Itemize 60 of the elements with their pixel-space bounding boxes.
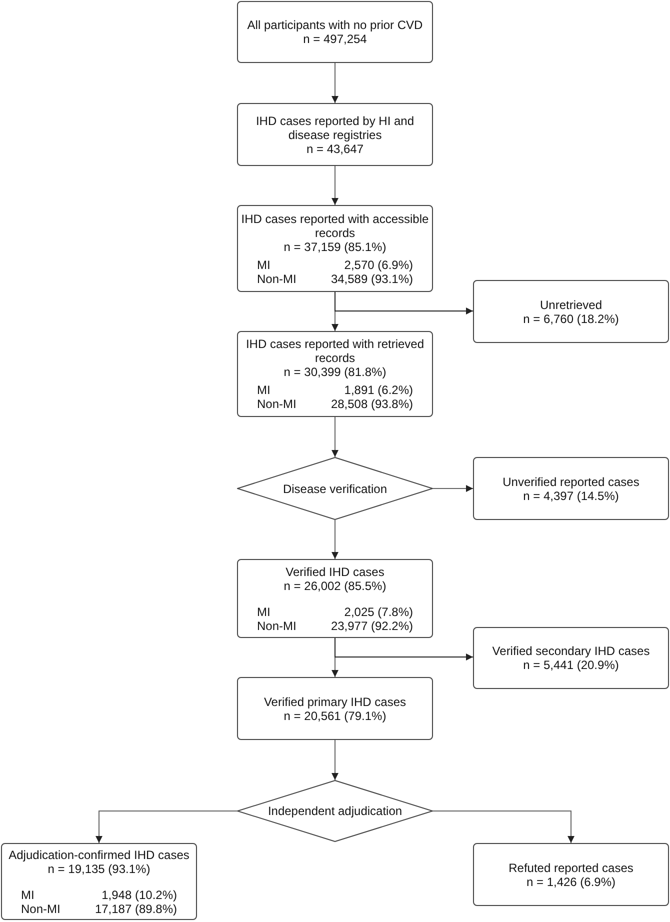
- process-box: [473, 843, 669, 906]
- box-title: Independent adjudication: [268, 804, 402, 818]
- count-text: n = 5,441 (20.9%): [523, 658, 619, 672]
- box-title: Verified secondary IHD cases: [492, 644, 650, 658]
- category-value: 2,025 (7.8%): [343, 604, 413, 618]
- process-box: [473, 457, 669, 520]
- process-box: [237, 1, 433, 63]
- category-value: 1,891 (6.2%): [343, 383, 413, 397]
- box-title: Unretrieved: [540, 298, 602, 312]
- arrow: [96, 810, 238, 844]
- process-box: [473, 280, 669, 343]
- process-box: [473, 627, 669, 689]
- arrow: [334, 292, 474, 314]
- process-box: [237, 205, 433, 292]
- count-text: n = 20,561 (79.1%): [284, 708, 386, 722]
- category-value: 34,589 (93.1%): [330, 272, 413, 286]
- box-title: All participants with no prior CVD: [247, 18, 423, 32]
- category-label: Non-MI: [257, 618, 296, 632]
- count-text: n = 37,159 (85.1%): [284, 240, 386, 254]
- count-text: n = 26,002 (85.5%): [284, 578, 386, 592]
- arrow: [332, 416, 338, 458]
- arrow: [332, 166, 338, 206]
- category-label: Non-MI: [21, 902, 60, 916]
- box-title: Verified primary IHD cases: [264, 694, 406, 708]
- arrow: [432, 810, 574, 844]
- category-label: MI: [257, 604, 272, 618]
- count-text: n = 6,760 (18.2%): [523, 312, 619, 326]
- process-box: [237, 559, 433, 638]
- process-box: [237, 103, 433, 166]
- decision-diamond: [237, 780, 433, 842]
- box-title: Refuted reported cases: [508, 860, 634, 874]
- count-text: n = 497,254: [303, 32, 367, 46]
- category-value: 17,187 (89.8%): [94, 902, 177, 916]
- arrow: [332, 520, 338, 560]
- category-label: MI: [257, 258, 272, 272]
- box-title: Adjudication-confirmed IHD cases: [8, 848, 190, 862]
- category-label: MI: [257, 383, 272, 397]
- box-title: Verified IHD cases: [286, 564, 384, 578]
- category-value: 23,977 (92.2%): [330, 618, 413, 632]
- arrow: [332, 740, 338, 780]
- count-text: n = 19,135 (93.1%): [48, 862, 150, 876]
- process-box: [237, 677, 433, 740]
- category-value: 2,570 (6.9%): [343, 258, 413, 272]
- count-text: n = 1,426 (6.9%): [526, 874, 616, 888]
- arrow: [432, 485, 474, 492]
- arrow: [332, 62, 338, 104]
- box-title: Disease verification: [282, 482, 388, 496]
- process-box: [237, 331, 433, 417]
- category-label: Non-MI: [257, 272, 296, 286]
- box-title: Unverified reported cases: [502, 474, 640, 488]
- category-value: 28,508 (93.8%): [330, 397, 413, 411]
- category-label: Non-MI: [257, 397, 296, 411]
- count-text: n = 4,397 (14.5%): [523, 488, 619, 502]
- category-label: MI: [21, 888, 36, 902]
- decision-diamond: [237, 457, 433, 520]
- process-box: [1, 843, 197, 920]
- count-text: n = 30,399 (81.8%): [284, 365, 386, 379]
- count-text: n = 43,647: [306, 142, 364, 156]
- arrow: [334, 638, 474, 660]
- category-value: 1,948 (10.2%): [100, 888, 177, 902]
